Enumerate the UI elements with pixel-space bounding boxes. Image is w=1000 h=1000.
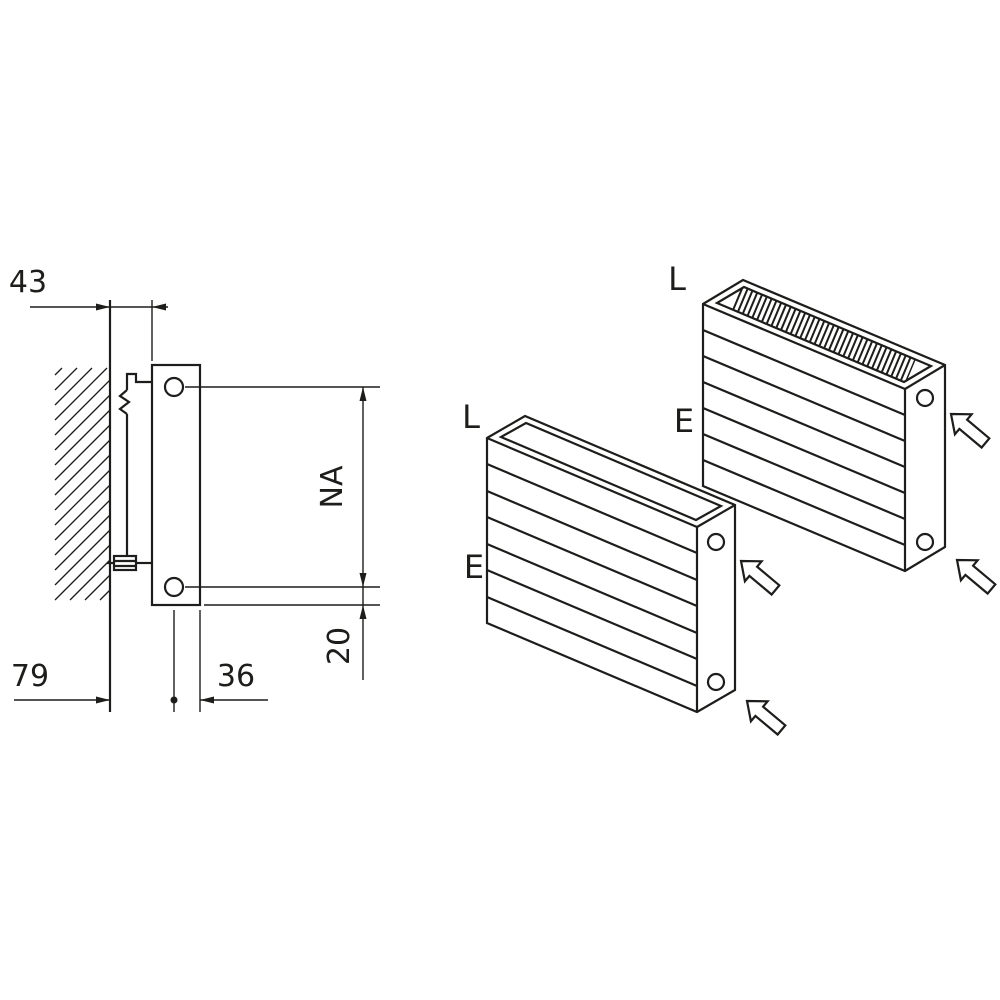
bracket-hook	[125, 372, 152, 390]
extension-lines	[151, 300, 380, 712]
front-radiator-top-label: L	[462, 398, 480, 436]
front-panel-slats	[486, 462, 698, 688]
front-radiator-side-label: E	[464, 548, 484, 586]
rear-radiator-top-label: L	[668, 260, 686, 298]
front-radiator-top-hub	[706, 532, 726, 552]
flow-arrow	[947, 548, 1000, 600]
bottom-hub-circle	[163, 576, 185, 598]
bracket-clip	[118, 389, 131, 415]
wall-hatch	[54, 367, 111, 601]
dim-label-wall-offset: 79	[11, 659, 49, 694]
radiator-body-outline	[150, 363, 202, 607]
flow-arrow	[941, 402, 995, 454]
rear-radiator-side-label: E	[674, 402, 694, 440]
dimension-arrowheads	[96, 303, 367, 704]
top-opening	[498, 421, 724, 522]
radiator-section	[150, 363, 202, 607]
iso-rear-radiator: L E	[668, 260, 1000, 600]
top-hub-circle	[163, 376, 185, 398]
chain-dimension-dot	[170, 696, 178, 704]
rear-panel-slats	[702, 328, 906, 547]
front-radiator-bottom-hub	[706, 672, 726, 692]
side-view: 43 NA 20 79 36	[9, 265, 380, 712]
flow-arrow	[731, 549, 785, 601]
rear-radiator-top-hub	[915, 388, 935, 408]
wall-bracket	[107, 372, 152, 572]
dim-label-wall-clearance: 43	[9, 265, 47, 300]
flow-arrow	[737, 689, 791, 741]
dim-label-hub-to-front: 36	[217, 659, 255, 694]
dim-label-hub-to-bottom: 20	[322, 627, 357, 665]
rear-radiator-bottom-hub	[915, 532, 935, 552]
dim-label-hub-distance: NA	[315, 465, 350, 508]
iso-front-radiator: L E	[462, 398, 791, 741]
top-grille-fins	[732, 286, 916, 383]
bracket-screw	[112, 554, 138, 572]
top-grille-frame	[714, 285, 934, 384]
